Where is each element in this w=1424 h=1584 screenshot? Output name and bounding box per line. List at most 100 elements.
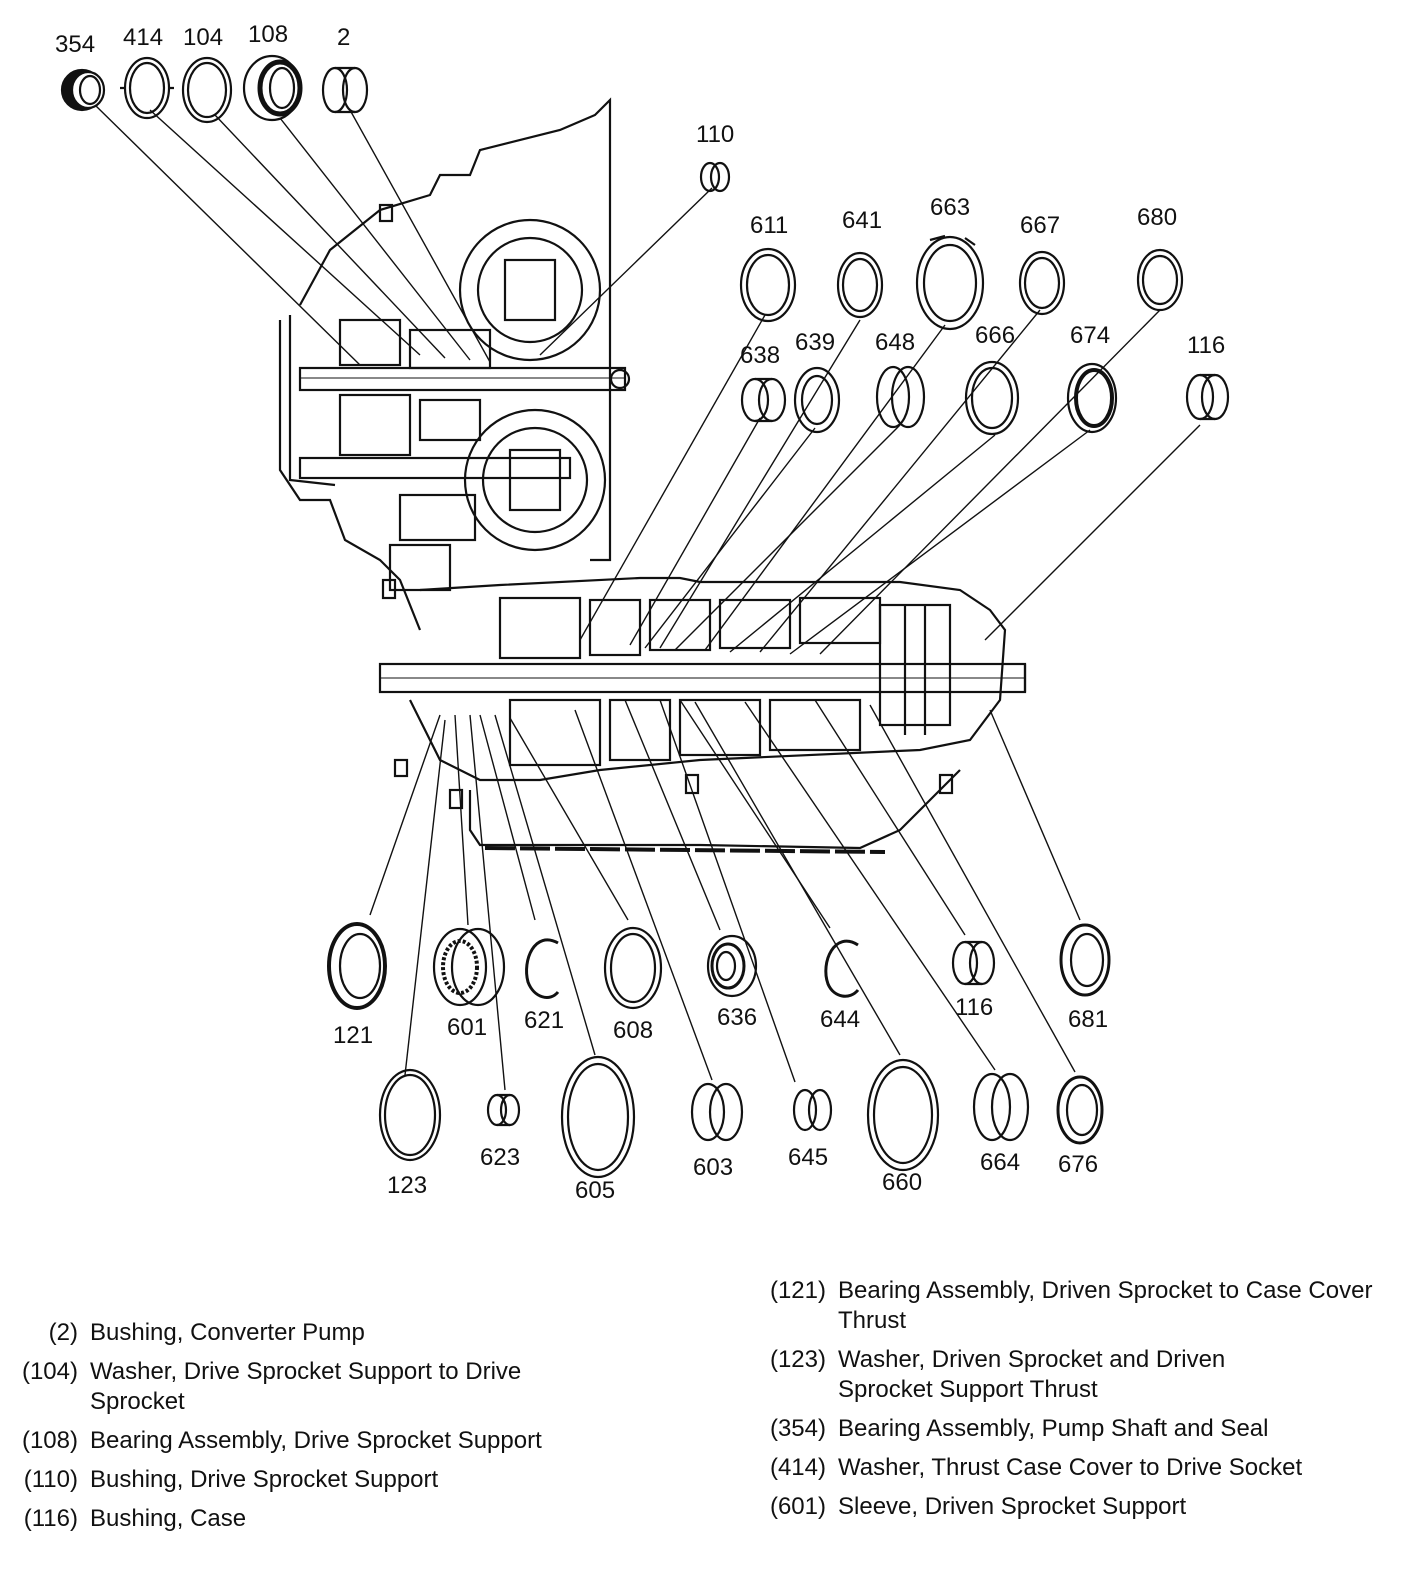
part-660-icon xyxy=(866,1058,940,1172)
part-644-icon xyxy=(824,939,860,998)
label-681: 681 xyxy=(1068,1006,1108,1033)
part-601-icon xyxy=(432,927,506,1007)
legend-item: (2) Bushing, Converter Pump xyxy=(6,1318,706,1348)
legend-description: Bushing, Case xyxy=(90,1505,247,1532)
legend-number: (123) xyxy=(769,1346,826,1373)
part-639-icon xyxy=(793,366,841,434)
part-680-icon xyxy=(1136,248,1184,312)
label-611: 611 xyxy=(750,212,788,239)
legend-item: (104) Washer, Drive Sprocket Support to … xyxy=(6,1357,706,1417)
legend-description: Washer, Thrust Case Cover to Drive Socke… xyxy=(838,1454,1303,1481)
label-110: 110 xyxy=(696,121,734,148)
legend-description: Bushing, Drive Sprocket Support xyxy=(90,1466,439,1493)
legend-item: (110) Bushing, Drive Sprocket Support xyxy=(6,1465,706,1495)
part-labels: 354 414 104 108 2 110 611 641 663 667 68… xyxy=(55,21,1225,1204)
label-664: 664 xyxy=(980,1149,1020,1176)
part-608-icon xyxy=(603,926,663,1010)
legend-number: (2) xyxy=(48,1319,78,1346)
label-674: 674 xyxy=(1070,322,1110,349)
part-123-icon xyxy=(378,1068,442,1162)
legend-item: (601) Sleeve, Driven Sprocket Support xyxy=(754,1492,1414,1522)
label-354: 354 xyxy=(55,31,95,58)
part-603-icon xyxy=(690,1082,744,1142)
part-641-icon xyxy=(836,251,884,319)
part-icons xyxy=(60,54,1230,1179)
legend-number: (121) xyxy=(769,1277,826,1304)
legend-item: (354) Bearing Assembly, Pump Shaft and S… xyxy=(754,1414,1414,1444)
legend-item: (108) Bearing Assembly, Drive Sprocket S… xyxy=(6,1426,706,1456)
legend-description: Washer, Driven Sprocket and Driven Sproc… xyxy=(838,1346,1226,1403)
legend-number: (601) xyxy=(769,1493,826,1520)
part-664-icon xyxy=(972,1072,1030,1142)
part-621-icon xyxy=(525,938,560,999)
part-666-icon xyxy=(964,360,1020,436)
label-603: 603 xyxy=(693,1154,733,1181)
part-676-icon xyxy=(1056,1075,1104,1145)
part-645-icon xyxy=(792,1088,833,1132)
label-123: 123 xyxy=(387,1172,427,1199)
label-414: 414 xyxy=(123,24,163,51)
legend-description: Bearing Assembly, Driven Sprocket to Cas… xyxy=(838,1277,1373,1334)
part-110-icon xyxy=(699,161,731,193)
legend-number: (116) xyxy=(23,1505,78,1532)
label-116b: 116 xyxy=(955,994,993,1021)
leader-lines xyxy=(94,104,1201,1091)
part-663-icon xyxy=(915,234,985,331)
label-2: 2 xyxy=(337,24,350,51)
legend-right: (121) Bearing Assembly, Driven Sprocket … xyxy=(754,1276,1414,1531)
part-623-icon xyxy=(486,1093,521,1127)
part-104-icon xyxy=(181,56,233,124)
legend-left: (2) Bushing, Converter Pump (104) Washer… xyxy=(6,1318,706,1543)
label-660: 660 xyxy=(882,1169,922,1196)
part-636-icon xyxy=(706,934,758,998)
legend-number: (354) xyxy=(769,1415,826,1442)
label-608: 608 xyxy=(613,1017,653,1044)
part-108-icon xyxy=(242,54,303,122)
part-611-icon xyxy=(739,247,797,323)
label-116a: 116 xyxy=(1187,332,1225,359)
legend-description: Washer, Drive Sprocket Support to Drive … xyxy=(90,1358,522,1415)
transmission-assembly xyxy=(278,97,1027,854)
label-621: 621 xyxy=(524,1007,564,1034)
legend-number: (414) xyxy=(769,1454,826,1481)
part-667-icon xyxy=(1018,250,1066,316)
legend-number: (104) xyxy=(21,1358,78,1385)
label-639: 639 xyxy=(795,329,835,356)
part-638-icon xyxy=(740,377,787,423)
label-104: 104 xyxy=(183,24,223,51)
label-121: 121 xyxy=(333,1022,373,1049)
part-121-icon xyxy=(327,922,387,1010)
label-636: 636 xyxy=(717,1004,757,1031)
legend-item: (123) Washer, Driven Sprocket and Driven… xyxy=(754,1345,1414,1405)
legend-item: (121) Bearing Assembly, Driven Sprocket … xyxy=(754,1276,1414,1336)
part-674-icon xyxy=(1066,362,1118,434)
part-116a-icon xyxy=(1185,373,1230,421)
legend-description: Bushing, Converter Pump xyxy=(90,1319,365,1346)
label-645: 645 xyxy=(788,1144,828,1171)
label-648: 648 xyxy=(875,329,915,356)
label-666: 666 xyxy=(975,322,1015,349)
part-605-icon xyxy=(560,1055,636,1179)
part-2-icon xyxy=(321,66,369,114)
label-638: 638 xyxy=(740,342,780,369)
legend-number: (110) xyxy=(23,1466,78,1493)
label-680: 680 xyxy=(1137,204,1177,231)
part-414-icon xyxy=(120,56,174,120)
part-681-icon xyxy=(1059,923,1111,997)
label-605: 605 xyxy=(575,1177,615,1204)
label-676: 676 xyxy=(1058,1151,1098,1178)
label-663: 663 xyxy=(930,194,970,221)
label-108: 108 xyxy=(248,21,288,48)
legend-number: (108) xyxy=(21,1427,78,1454)
label-641: 641 xyxy=(842,207,882,234)
part-648-icon xyxy=(875,365,926,429)
legend-description: Bearing Assembly, Pump Shaft and Seal xyxy=(838,1415,1269,1442)
label-623: 623 xyxy=(480,1144,520,1171)
part-354-icon xyxy=(60,68,106,112)
legend-item: (116) Bushing, Case xyxy=(6,1504,706,1534)
label-644: 644 xyxy=(820,1006,860,1033)
label-667: 667 xyxy=(1020,212,1060,239)
legend-description: Sleeve, Driven Sprocket Support xyxy=(838,1493,1187,1520)
transmission-exploded-diagram: 354 414 104 108 2 110 611 641 663 667 68… xyxy=(55,21,1230,1204)
legend-description: Bearing Assembly, Drive Sprocket Support xyxy=(90,1427,542,1454)
